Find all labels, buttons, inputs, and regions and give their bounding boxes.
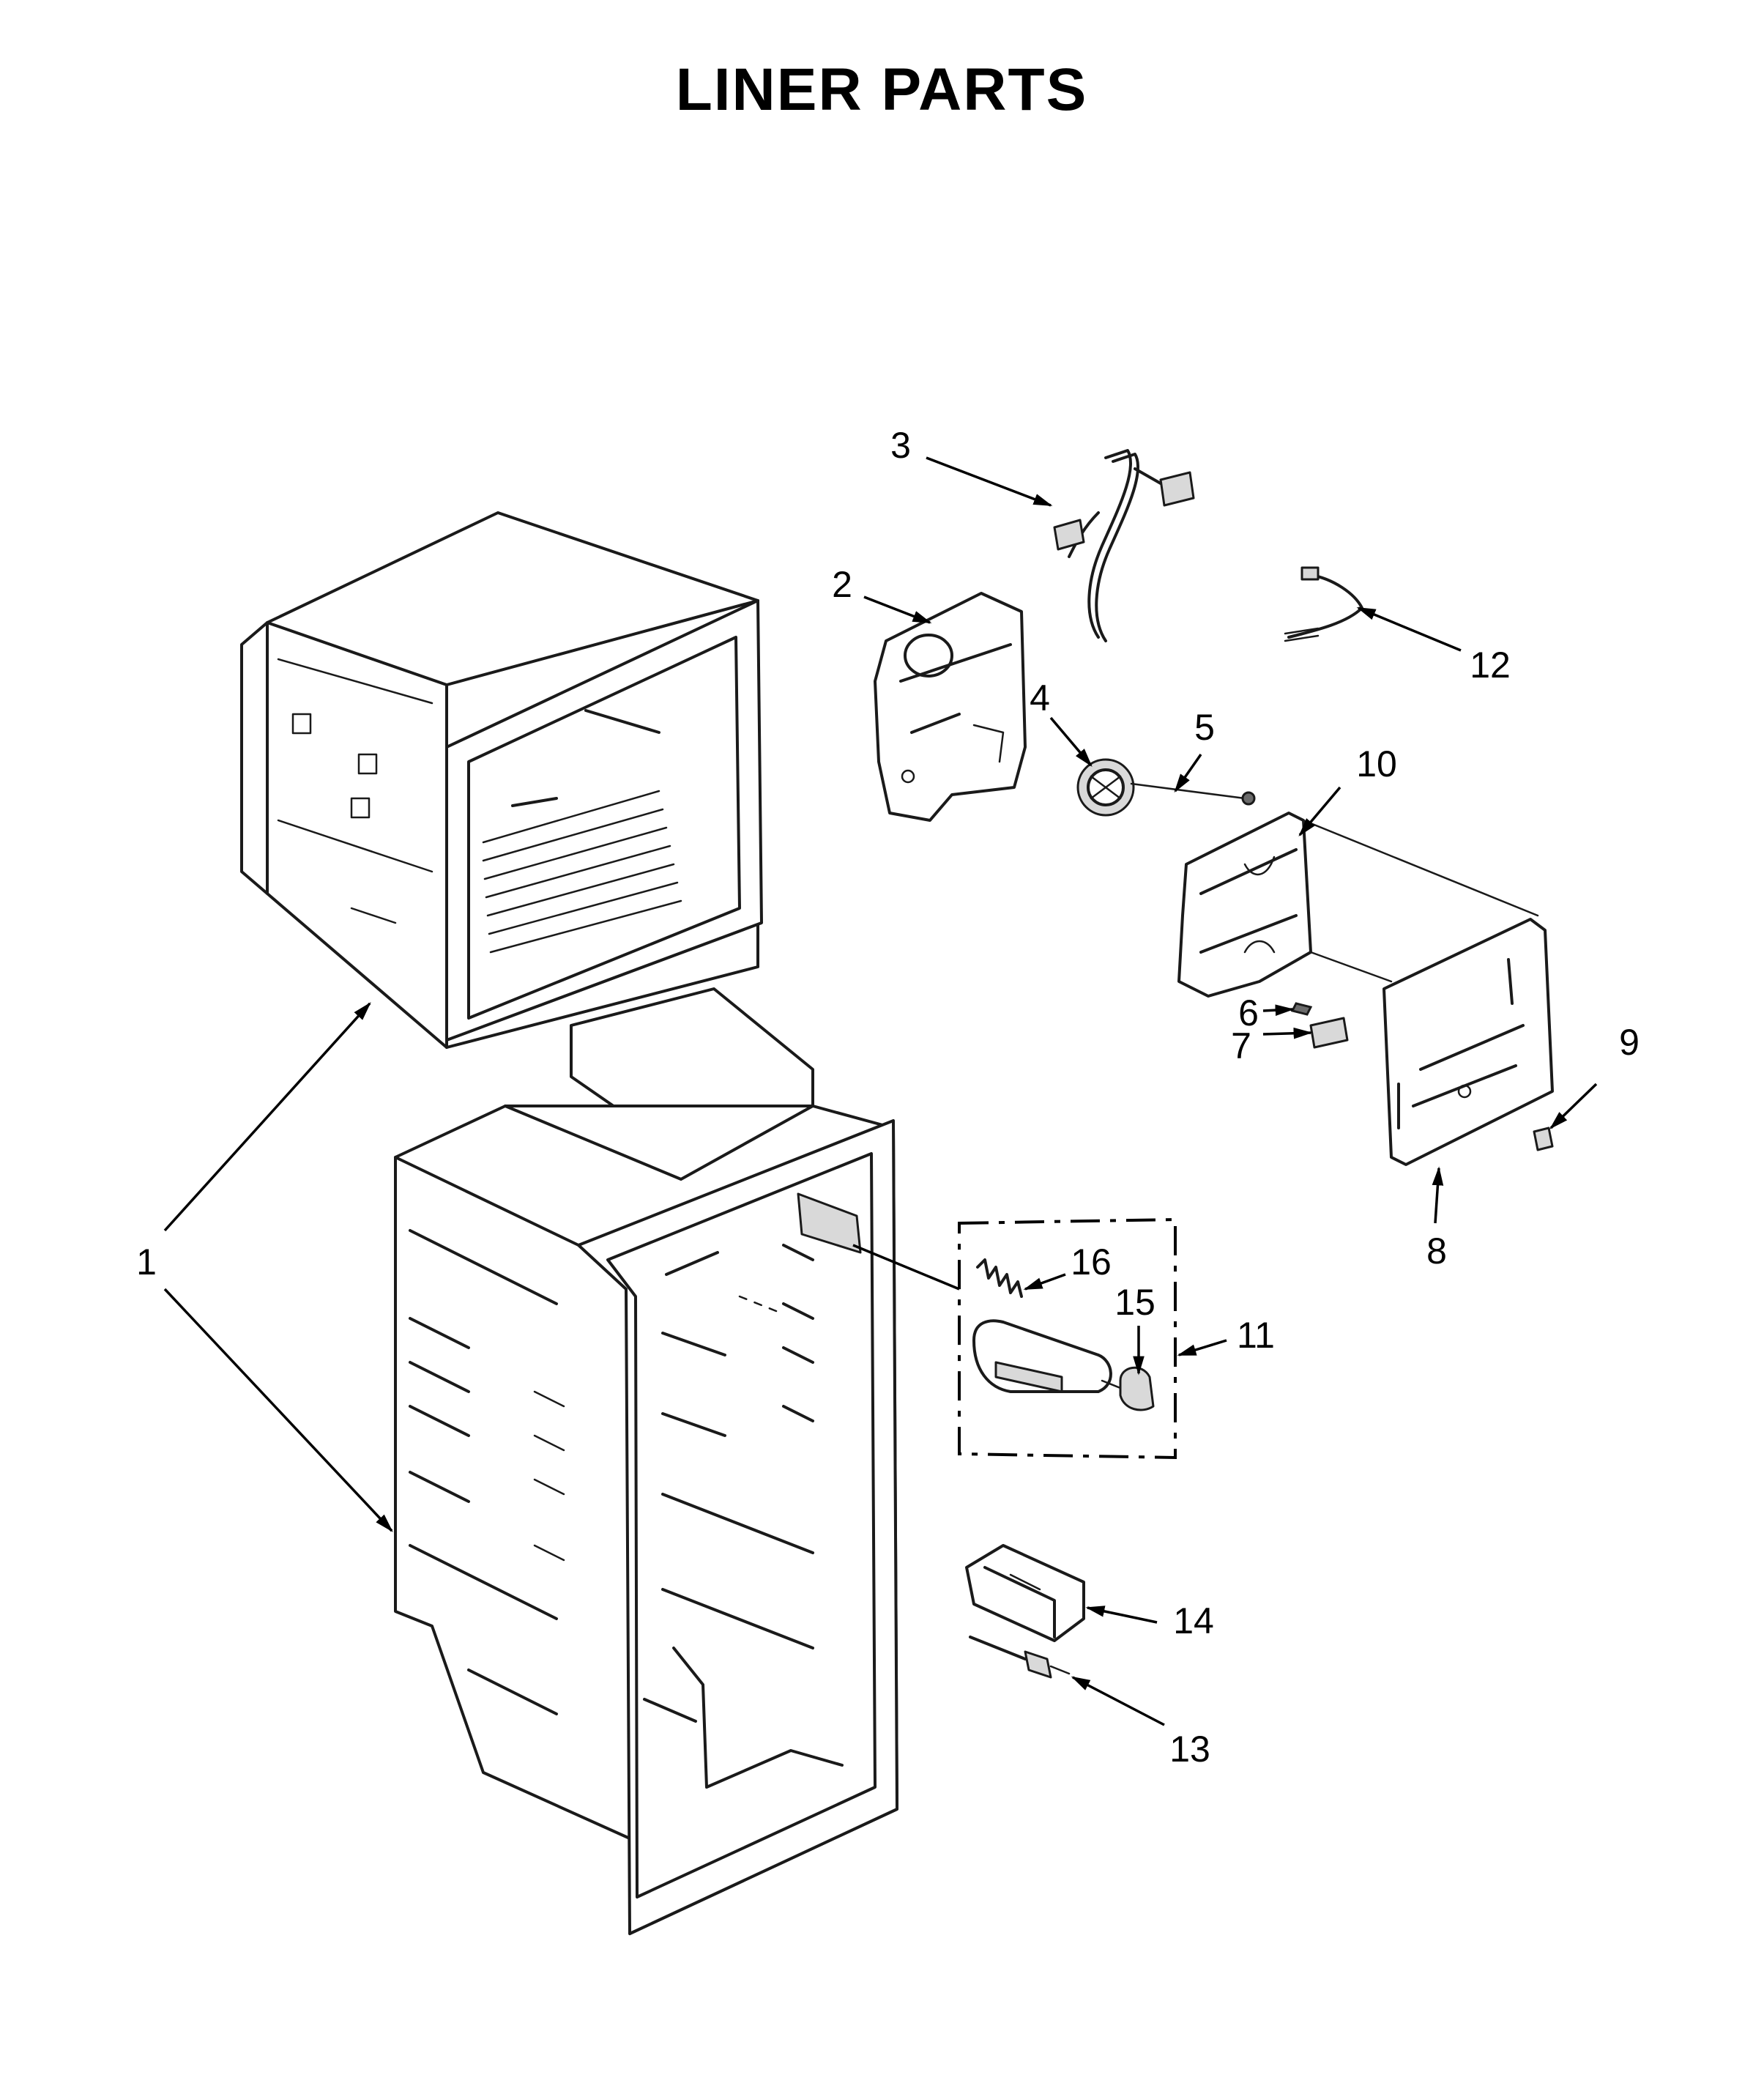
callout-3: 3 — [890, 425, 911, 466]
callout-labels: 1 2 3 4 5 6 7 8 9 10 11 12 13 14 15 16 — [136, 425, 1640, 1770]
lower-liner-inner-rails — [661, 1244, 814, 1649]
callout-16: 16 — [1071, 1241, 1112, 1283]
upper-liner-grille — [482, 790, 682, 954]
part-2-fan-shroud — [874, 592, 1027, 822]
page-title: LINER PARTS — [676, 56, 1088, 123]
callout-14: 14 — [1173, 1600, 1214, 1641]
callout-12: 12 — [1470, 645, 1511, 686]
part-10-bracket — [1177, 812, 1312, 998]
callout-6: 6 — [1238, 992, 1259, 1033]
part-8-cover-plate — [1302, 819, 1554, 1166]
callout-8: 8 — [1426, 1231, 1447, 1272]
callout-1: 1 — [136, 1241, 157, 1283]
upper-liner — [240, 511, 763, 1049]
part-13-sensor-probe — [969, 1636, 1071, 1679]
callout-7: 7 — [1231, 1025, 1251, 1066]
lower-liner-side-rails — [409, 1229, 565, 1715]
lower-liner — [394, 987, 898, 1935]
part-3-wire-harness — [1053, 449, 1195, 642]
part-16-spring — [976, 1258, 1023, 1298]
callout-9: 9 — [1619, 1022, 1640, 1063]
part-14-housing — [965, 1544, 1085, 1642]
callout-10: 10 — [1356, 743, 1397, 784]
part-11-assembly-box — [852, 1217, 1177, 1460]
part-4-fan-motor — [1076, 758, 1256, 817]
callout-5: 5 — [1194, 707, 1215, 748]
part-15-knob — [1119, 1366, 1155, 1411]
part-6-screw — [1290, 1002, 1313, 1016]
part-7-pad — [1309, 1017, 1349, 1049]
leader-lines — [163, 456, 1598, 1726]
callout-13: 13 — [1169, 1729, 1210, 1770]
callout-4: 4 — [1030, 678, 1050, 719]
part-9-nut — [1533, 1126, 1554, 1151]
callout-15: 15 — [1114, 1282, 1155, 1323]
part-12-sensor-wire — [1284, 566, 1363, 642]
part-11-thermostat-housing — [972, 1319, 1122, 1393]
callout-11: 11 — [1237, 1315, 1275, 1356]
callout-2: 2 — [832, 564, 852, 605]
